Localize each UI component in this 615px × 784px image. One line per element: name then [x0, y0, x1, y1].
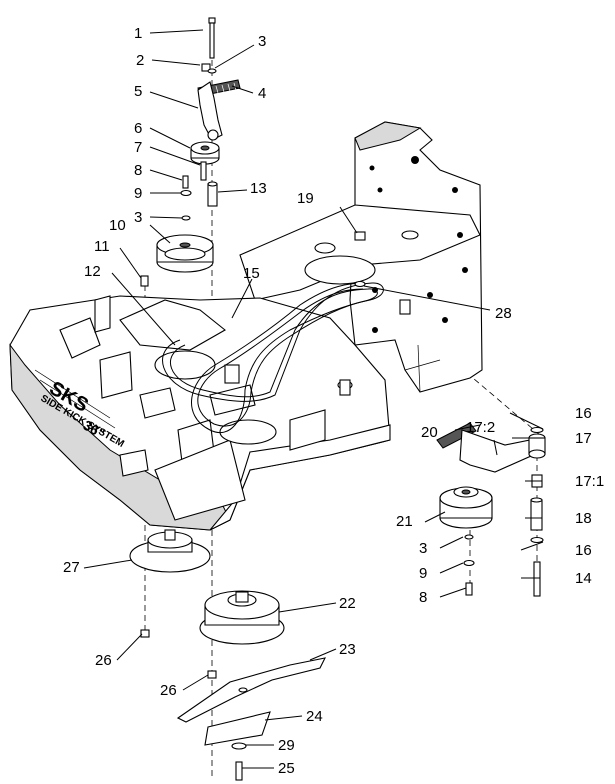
callout-8: 8	[134, 162, 142, 179]
callout-6: 6	[134, 120, 142, 137]
callout-12: 12	[84, 263, 101, 280]
callout-22: 22	[339, 595, 356, 612]
part-27-spindle-housing	[129, 529, 211, 573]
part-10-pulley	[156, 234, 214, 273]
drive-belt	[162, 282, 384, 433]
mower-deck: SIDE KICK SYSTEM SKS 36"	[9, 295, 391, 531]
part-2-nut	[201, 63, 211, 72]
part-5-idler-arm	[197, 81, 223, 141]
callout-7: 7	[134, 139, 142, 156]
callout-18: 18	[575, 510, 592, 527]
callout-3-c: 3	[419, 540, 427, 557]
callout-16-b: 16	[575, 542, 592, 559]
callout-3: 3	[258, 33, 266, 50]
part-16-washer	[530, 426, 544, 434]
callout-13: 13	[250, 180, 267, 197]
callout-26-b: 26	[160, 682, 177, 699]
part-6-idler-pulley	[190, 141, 220, 165]
part-19-nut	[354, 231, 366, 241]
part-1-bolt	[208, 17, 216, 59]
callout-27: 27	[63, 559, 80, 576]
part-14-bolt	[533, 561, 541, 597]
callout-17-1: 17:1	[575, 473, 604, 490]
part-24-blade-plate	[204, 711, 271, 746]
callout-20: 20	[421, 424, 438, 441]
callout-9: 9	[134, 185, 142, 202]
part-8-bolt-b	[465, 582, 473, 596]
callout-3-b: 3	[134, 209, 142, 226]
callout-26: 26	[95, 652, 112, 669]
part-26-nut	[140, 629, 150, 638]
callout-2: 2	[136, 52, 144, 69]
callout-labels: 1 2 3 4 5 6 7 8 9 3 10 11 12 13 15 19 28…	[63, 25, 604, 777]
part-9-washer	[180, 189, 192, 197]
part-13-spacer	[207, 181, 218, 207]
callout-1: 1	[134, 25, 142, 42]
part-7-bolt	[200, 161, 207, 181]
part-17-idler-arm	[459, 429, 546, 473]
callout-23: 23	[339, 641, 356, 658]
part-20-spring	[436, 422, 477, 449]
part-23-blade	[176, 657, 326, 723]
callout-9-b: 9	[419, 565, 427, 582]
callout-15: 15	[243, 265, 260, 282]
callout-10: 10	[109, 217, 126, 234]
callout-25: 25	[278, 760, 295, 777]
part-3-washer	[207, 68, 217, 74]
part-9-washer-b	[463, 559, 475, 567]
callout-17-2: 17:2	[466, 419, 495, 436]
callout-24: 24	[306, 708, 323, 725]
part-3-washer-b	[181, 215, 191, 221]
callout-29: 29	[278, 737, 295, 754]
part-26-nut-b	[207, 670, 217, 679]
callout-11: 11	[94, 238, 110, 255]
part-16-washer-b	[530, 536, 544, 544]
part-25-bolt	[235, 761, 243, 781]
part-28-washer	[354, 280, 366, 288]
part-11-bolt	[140, 275, 149, 287]
part-3-washer-c	[464, 534, 474, 540]
callout-14: 14	[575, 570, 592, 587]
part-8-bolt	[182, 175, 189, 189]
part-21-idler-pulley	[439, 486, 493, 529]
leader-lines	[83, 29, 545, 769]
callout-8-b: 8	[419, 589, 427, 606]
callout-16: 16	[575, 405, 592, 422]
callout-19: 19	[297, 190, 314, 207]
callout-28: 28	[495, 305, 512, 322]
callout-4: 4	[258, 85, 266, 102]
part-29-washer	[231, 742, 247, 750]
callout-5: 5	[134, 83, 142, 100]
part-22-spindle-pulley	[199, 590, 285, 645]
callout-17: 17	[575, 430, 592, 447]
part-18-spacer	[530, 497, 543, 531]
callout-21: 21	[396, 513, 413, 530]
engine-mount-frame	[239, 121, 483, 393]
